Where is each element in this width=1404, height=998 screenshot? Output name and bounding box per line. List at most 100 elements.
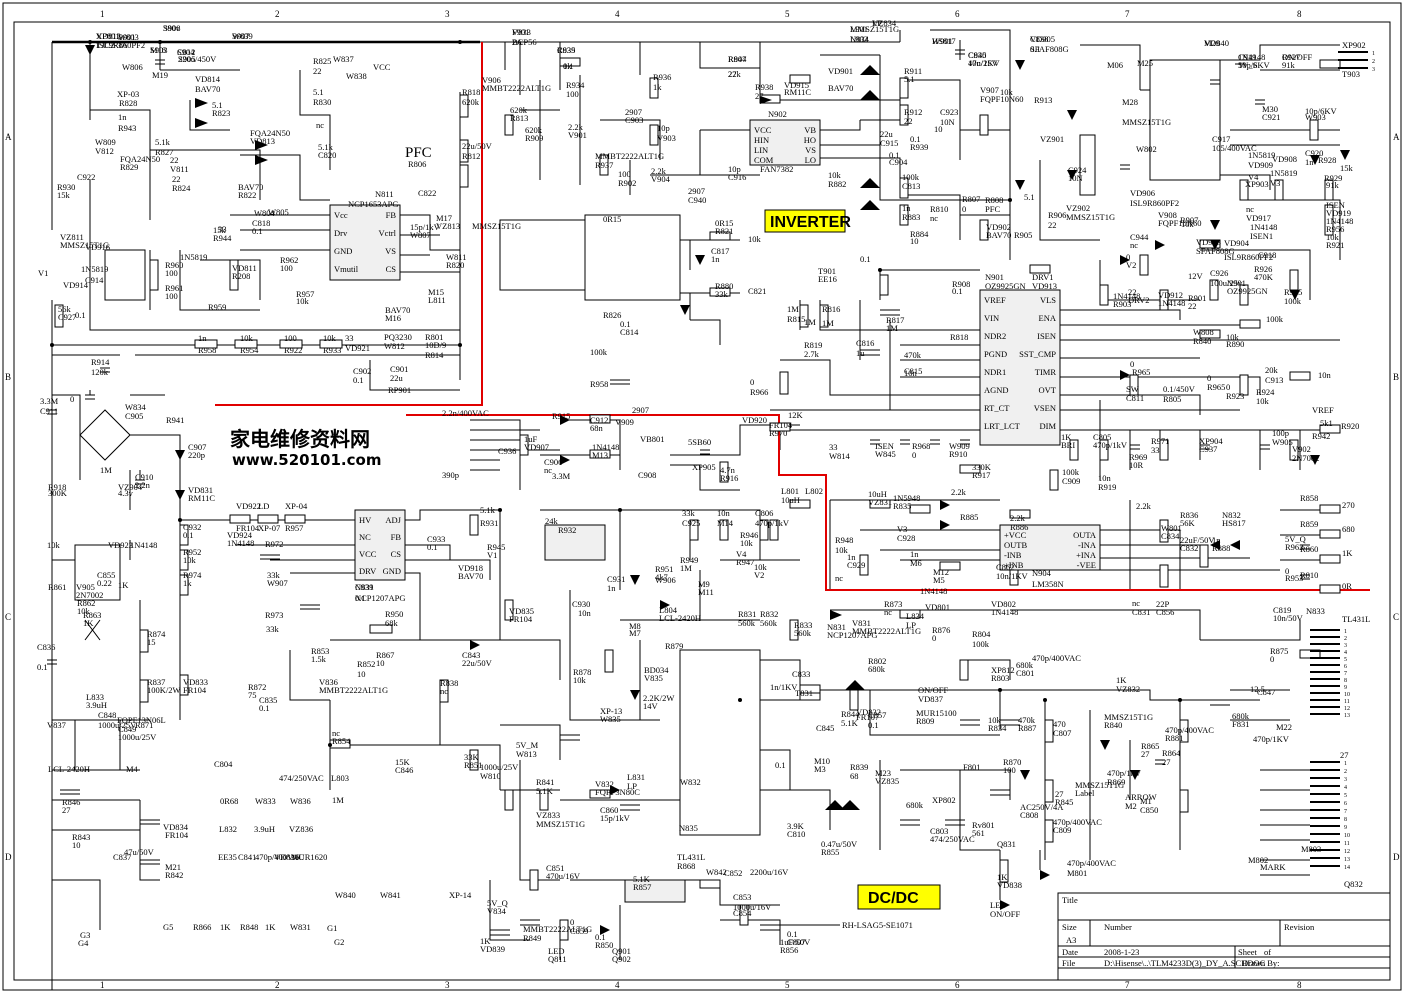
component-label: M9 (698, 579, 710, 589)
component-label: R947 (736, 557, 754, 567)
component-label: C841 (238, 852, 256, 862)
component-label: Q832 (1344, 879, 1363, 889)
component-label: C850 (1140, 805, 1158, 815)
component-label: ON/OFF (990, 909, 1021, 919)
ic-pin-label: Vcc (334, 210, 348, 220)
connector-pin-number: 7 (1344, 671, 1347, 677)
component-label: M21 (165, 862, 181, 872)
component-label: TL431L (1342, 614, 1370, 624)
component-label: SFAF808G (1196, 246, 1235, 256)
component-label: RH-LSAG5-SE1071 (842, 920, 913, 930)
component-label: 0 (1126, 252, 1130, 262)
component-label: VD837 (918, 694, 943, 704)
component-label: M22 (1276, 722, 1292, 732)
component-label: SW (1126, 384, 1139, 394)
component-label: 1M (886, 323, 898, 333)
component-label: 2.2K/2W (643, 693, 674, 703)
component-label: BAV70 (195, 84, 220, 94)
component-label: 5.1k (155, 137, 171, 147)
component-label: 22k (728, 69, 742, 79)
component-label: C812 (177, 47, 195, 57)
component-label: V2 (1126, 260, 1136, 270)
component-label: 330K (972, 462, 992, 472)
component-label: 0.1 (183, 530, 194, 540)
ic-pin-label: OUTB (1004, 540, 1027, 550)
ic-pin-label: Vctrl (379, 228, 397, 238)
ic-pin-label: COM (754, 155, 774, 165)
component-label: 1n (910, 549, 919, 559)
component-label: R935 (557, 45, 575, 55)
component-label: C839 (557, 45, 575, 55)
grid-col-bottom-3: 3 (445, 980, 450, 990)
component-label: 12K (788, 410, 804, 420)
component-label: 1K (83, 618, 94, 628)
component-label: L834 (906, 611, 925, 621)
component-label: R910 (949, 449, 967, 459)
component-label: 1n (198, 333, 207, 343)
component-label: 33K (464, 752, 480, 762)
connector-pin-number: 7 (1344, 809, 1347, 815)
component-label: VD919 (1326, 208, 1351, 218)
component-label: L831 (627, 772, 645, 782)
component-label: MUR1620 (291, 852, 327, 862)
component-label: 15 (147, 637, 156, 647)
component-label: 100 (165, 291, 178, 301)
component-label: C838 (1030, 34, 1048, 44)
grid-row-left-A: A (5, 132, 12, 142)
component-label: 1N5948 (893, 493, 920, 503)
component-label: 0.1 (427, 542, 438, 552)
component-label: 3.3M (552, 471, 571, 481)
component-label: VD922 (236, 501, 261, 511)
component-label: ISEN (1326, 200, 1345, 210)
component-label: C903 (625, 115, 643, 125)
component-label: W839 (232, 31, 253, 41)
component-label: M15 (428, 287, 444, 297)
component-label: C809 (1053, 825, 1071, 835)
component-label: C834 (1161, 531, 1180, 541)
component-label: C920 (1305, 148, 1323, 158)
component-label: nc (316, 120, 324, 130)
component-label: C805 (1093, 432, 1111, 442)
component-label: M12 (933, 567, 949, 577)
component-label: FQA24N50 (120, 154, 160, 164)
component-label: 120k (91, 367, 109, 377)
component-label: V901 (568, 130, 587, 140)
connector-pin-number: 6 (1344, 664, 1347, 670)
component-label: W907 (267, 578, 288, 588)
connector-pin-number: 13 (1344, 857, 1350, 863)
component-label: R932 (558, 525, 576, 535)
component-label: MMBT2222ALT1G (523, 924, 592, 934)
component-label: 12.5 (1250, 684, 1265, 694)
component-label: C862 (996, 562, 1014, 572)
grid-col-bottom-6: 6 (955, 980, 960, 990)
component-label: R820 (446, 260, 464, 270)
component-label: C908 (638, 470, 656, 480)
component-label: VD908 (1272, 154, 1297, 164)
component-label: 0.1 (37, 662, 48, 672)
component-label: 0R (1342, 581, 1352, 591)
component-label: W805 (268, 207, 289, 217)
component-label: nc (1130, 240, 1138, 250)
ic-pin-label: ISEN (1037, 331, 1056, 341)
component-label: 1N5819 (1270, 168, 1297, 178)
ic-pin-label: AGND (984, 385, 1009, 395)
component-label: 100 (165, 268, 178, 278)
component-label: R858 (1300, 493, 1318, 503)
component-label: C922 (77, 172, 95, 182)
component-label: 1K (118, 580, 129, 590)
component-label: 10 (934, 124, 943, 134)
component-label: 22u (880, 129, 894, 139)
component-label: Rv801 (972, 820, 995, 830)
component-label: V4 (1248, 172, 1259, 182)
component-label: 4.7n (720, 465, 736, 475)
component-label: N832 (1222, 510, 1241, 520)
component-label: R840 (1193, 336, 1211, 346)
component-label: 390p (442, 470, 459, 480)
component-label: R908 (952, 279, 970, 289)
component-label: 56K (1180, 518, 1196, 528)
component-label: nc (930, 213, 938, 223)
component-label: C832 (1180, 543, 1198, 553)
component-label: VZ831 (868, 497, 892, 507)
component-label: MMBT2222ALT1G (595, 151, 664, 161)
